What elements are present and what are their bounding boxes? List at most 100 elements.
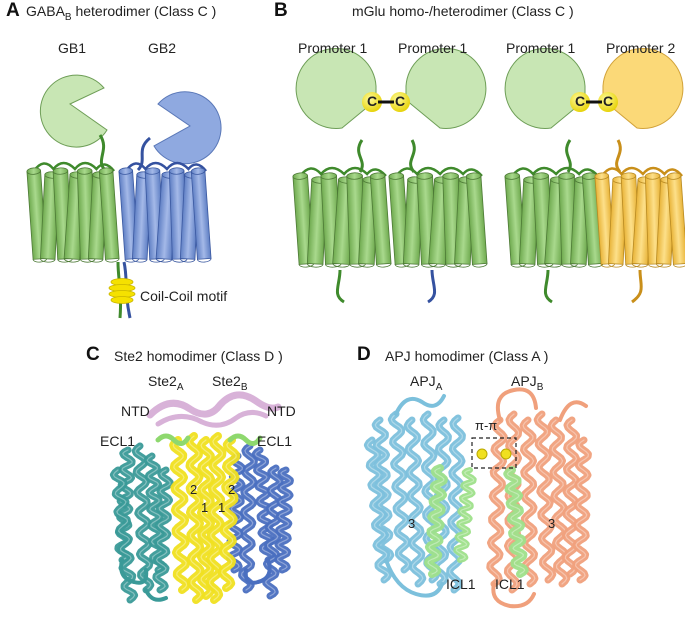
- apj-b-loop: [491, 582, 536, 609]
- hetero-right-label: Promoter 2: [606, 40, 676, 56]
- ntd-left-label: NTD: [121, 403, 150, 419]
- homo-left-helix: [369, 172, 392, 268]
- panel-letter-a: A: [6, 0, 20, 21]
- ste2-interface-helix: [169, 436, 191, 594]
- pi-pi-residue: [500, 448, 512, 460]
- hetero-left-7tm-bundle: [504, 166, 604, 268]
- ntd-ribbon-lower: [155, 410, 269, 428]
- homo-left-7tm-bundle: [292, 166, 392, 268]
- apj-b-helix: [519, 416, 539, 588]
- helix-label-1-left: 1: [201, 500, 209, 515]
- ste2-a-helix: [131, 442, 155, 594]
- apj-a-helix: [387, 410, 413, 574]
- apj-b-loop: [558, 400, 588, 422]
- ste2-a-sub: A: [176, 381, 184, 393]
- helix-label-2-right: 2: [228, 482, 236, 497]
- hetero-right-linker: [615, 139, 622, 173]
- apj-b-main: APJ: [511, 373, 537, 389]
- homo-left-linker: [357, 139, 364, 173]
- helix-label-2-left: 2: [190, 482, 198, 497]
- hetero-left-loops: [511, 166, 599, 177]
- pi-pi-label: π-π: [475, 418, 498, 433]
- ntd-ribbon: [146, 391, 282, 419]
- ste2-b-loop: [243, 558, 272, 585]
- panel-d-structure: [363, 387, 592, 609]
- apj-a-loop: [394, 394, 446, 416]
- homo-bond-c-right: C: [395, 93, 406, 109]
- apj-b-label: APJB: [511, 373, 543, 393]
- gb2-loops: [124, 161, 208, 172]
- ste2-interface-helix: [185, 432, 205, 604]
- ste2-b-label: Ste2B: [212, 373, 247, 393]
- ste2-a-loop: [119, 558, 149, 585]
- ste2-a-label: Ste2A: [148, 373, 183, 393]
- ste2-interface-helix: [217, 436, 241, 592]
- homo-left-tail: [335, 269, 345, 304]
- ste2-a-main: Ste2: [148, 373, 177, 389]
- apj-interface-helix: [453, 467, 477, 563]
- hetero-right-7tm-bundle: [594, 166, 685, 268]
- apj-a-interface-helix: [424, 464, 448, 578]
- ste2-b-helix: [262, 464, 284, 600]
- hetero-disulfide-bond: [570, 92, 618, 112]
- panel-letter-d: D: [357, 344, 371, 365]
- homo-left-vft: [295, 47, 377, 129]
- ste2-b-helix: [274, 466, 294, 574]
- homo-right-7tm-bundle: [388, 166, 488, 268]
- ecl1-left-ribbon: [155, 433, 191, 446]
- gb2-linker: [136, 136, 152, 172]
- gb1-vft-domain: [39, 74, 108, 148]
- ste2-a-loop: [144, 588, 168, 602]
- gb2-vft-domain: [153, 91, 222, 165]
- panel-a-graphic: [26, 74, 222, 319]
- hetero-right-loops: [600, 166, 684, 177]
- homo-right-label: Promoter 1: [398, 40, 468, 56]
- hetero-bond-c-right: C: [603, 93, 614, 109]
- hetero-right-vft: [602, 47, 684, 129]
- gb1-7tm-bundle: [26, 161, 120, 263]
- hetero-left-tail: [543, 269, 553, 304]
- apj-a-label: APJA: [410, 373, 442, 393]
- homo-right-helix: [465, 172, 488, 268]
- hetero-left-label: Promoter 1: [506, 40, 576, 56]
- helix-3-right-label: 3: [548, 516, 556, 531]
- helix-label-1-right: 1: [218, 500, 226, 515]
- homo-right-linker: [409, 139, 416, 173]
- apj-a-loop: [384, 558, 444, 598]
- apj-a-main: APJ: [410, 373, 436, 389]
- icl1-right-label: ICL1: [495, 576, 525, 592]
- panel-a-title-main: GABA: [26, 3, 65, 19]
- panel-a-title: GABAB heterodimer (Class C ): [26, 3, 216, 23]
- gb1-label: GB1: [58, 40, 87, 56]
- apj-a-helix: [432, 416, 452, 588]
- ste2-b-main: Ste2: [212, 373, 241, 389]
- panel-c-structure: [109, 391, 294, 604]
- homo-disulfide-bond: [362, 92, 410, 112]
- panel-d-title: APJ homodimer (Class A ): [385, 348, 549, 364]
- hetero-right-tail: [631, 269, 643, 304]
- panel-a-title-sub: B: [64, 11, 72, 23]
- homo-left-loops: [299, 166, 387, 177]
- apj-b-helix: [572, 436, 592, 584]
- ecl1-right-ribbon: [227, 433, 263, 446]
- panel-c-title: Ste2 homodimer (Class D ): [114, 348, 283, 364]
- gb2-helix: [190, 167, 212, 263]
- apj-a-helix: [371, 416, 395, 564]
- gb2-label: GB2: [148, 40, 177, 56]
- apj-a-sub: A: [435, 381, 443, 393]
- panel-letter-b: B: [274, 0, 288, 21]
- gb1-linker: [98, 134, 107, 172]
- apj-b-interface-helix: [503, 466, 529, 578]
- helix-3-left-label: 3: [408, 516, 416, 531]
- gb1-loops: [32, 161, 116, 172]
- hetero-right-helix: [666, 172, 685, 268]
- hetero-bond-c-left: C: [575, 93, 586, 109]
- hetero-left-vft: [504, 47, 586, 129]
- panel-b-title: mGlu homo-/heterodimer (Class C ): [352, 3, 574, 19]
- pi-pi-residue: [476, 448, 488, 460]
- apj-b-helix: [486, 416, 508, 588]
- icl1-left-label: ICL1: [446, 576, 476, 592]
- apj-a-helix: [363, 436, 393, 584]
- gb1-helix: [98, 167, 120, 263]
